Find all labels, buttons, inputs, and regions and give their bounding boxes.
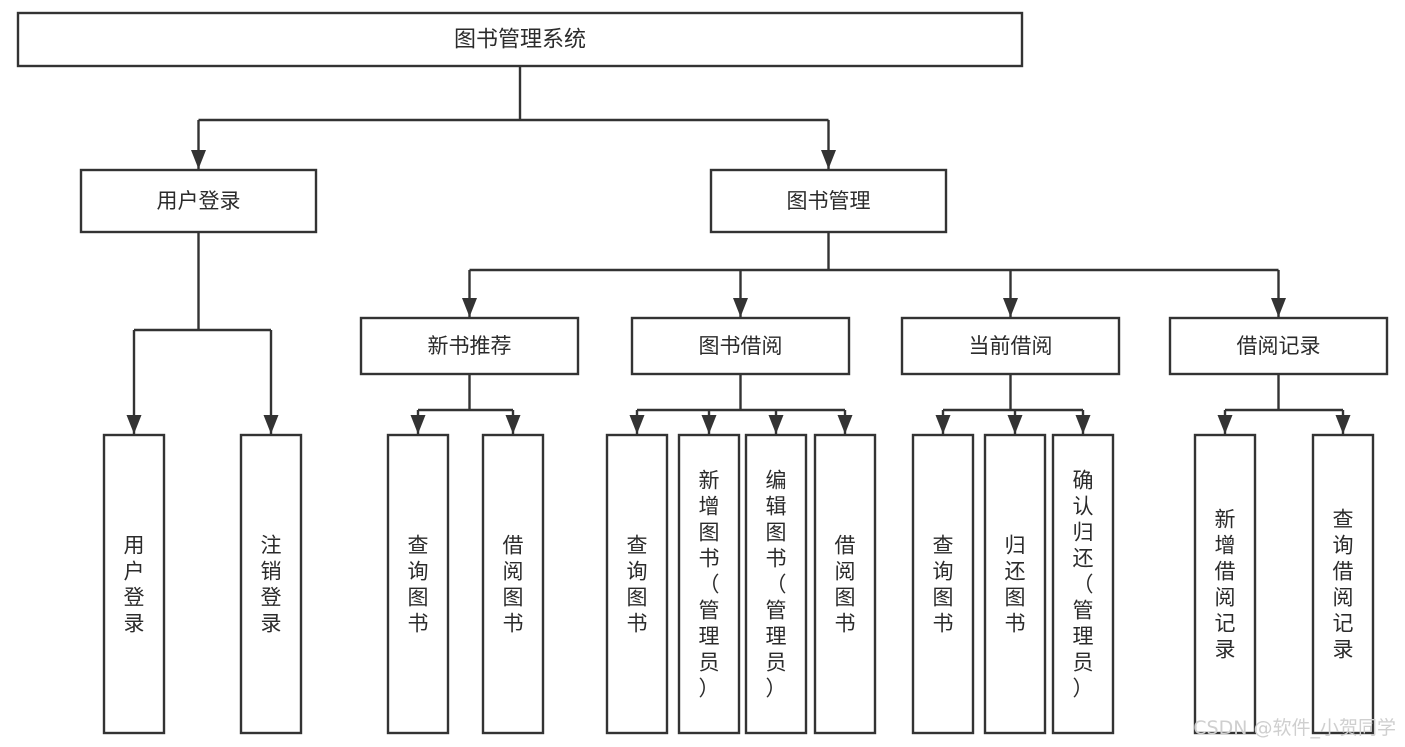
arrow-head-icon — [462, 298, 477, 317]
leaf-node-1-label: 注销登录 — [261, 533, 282, 635]
leaf-node-10-label: 确认归还（管理员） — [1073, 468, 1094, 700]
leaf-node-12-rect[interactable] — [1311, 433, 1375, 735]
leaf-node-3[interactable]: 借阅图书 — [481, 433, 545, 735]
arrow-head-icon — [191, 150, 206, 169]
leaf-node-4-rect[interactable] — [605, 433, 669, 735]
csdn-watermark: CSDN @软件_小贺同学 — [1193, 717, 1396, 739]
arrow-head-icon — [1335, 415, 1351, 434]
node-level2-1-rect[interactable] — [709, 168, 948, 234]
arrow-head-icon — [701, 415, 717, 434]
node-level3-0[interactable]: 新书推荐 — [359, 316, 580, 376]
leaf-node-5-label: 新增图书（管理员） — [699, 468, 720, 700]
leaf-node-8-rect[interactable] — [911, 433, 975, 735]
leaf-node-9-rect[interactable] — [983, 433, 1047, 735]
node-level3-2[interactable]: 当前借阅 — [900, 316, 1121, 376]
arrow-head-icon — [263, 415, 279, 434]
node-level3-0-rect[interactable] — [359, 316, 580, 376]
arrow-head-icon — [768, 415, 784, 434]
node-level3-3-rect[interactable] — [1168, 316, 1389, 376]
node-level3-3[interactable]: 借阅记录 — [1168, 316, 1389, 376]
arrow-head-icon — [733, 298, 748, 317]
node-level3-2-label: 当前借阅 — [969, 334, 1053, 358]
leaf-node-1[interactable]: 注销登录 — [239, 433, 303, 735]
leaf-node-10[interactable]: 确认归还（管理员） — [1051, 433, 1115, 735]
arrow-head-icon — [1075, 415, 1091, 434]
node-layer: 图书管理系统用户登录图书管理新书推荐图书借阅当前借阅借阅记录用户登录注销登录查询… — [16, 11, 1389, 735]
arrow-head-icon — [1271, 298, 1286, 317]
leaf-node-7-rect[interactable] — [813, 433, 877, 735]
leaf-node-5[interactable]: 新增图书（管理员） — [677, 433, 741, 735]
leaf-node-3-label: 借阅图书 — [503, 533, 524, 635]
arrow-head-icon — [935, 415, 951, 434]
node-level3-2-rect[interactable] — [900, 316, 1121, 376]
leaf-node-9-label: 归还图书 — [1005, 533, 1026, 635]
connector-layer — [126, 66, 1351, 434]
leaf-node-12[interactable]: 查询借阅记录 — [1311, 433, 1375, 735]
leaf-node-12-label: 查询借阅记录 — [1333, 507, 1354, 661]
leaf-node-11[interactable]: 新增借阅记录 — [1193, 433, 1257, 735]
leaf-node-1-rect[interactable] — [239, 433, 303, 735]
leaf-node-8-label: 查询图书 — [933, 533, 954, 635]
node-root-label: 图书管理系统 — [454, 28, 586, 53]
arrow-head-icon — [126, 415, 142, 434]
arrow-head-icon — [505, 415, 521, 434]
node-level3-1-label: 图书借阅 — [699, 334, 783, 358]
leaf-node-11-rect[interactable] — [1193, 433, 1257, 735]
node-level2-0-rect[interactable] — [79, 168, 318, 234]
leaf-node-0-label: 用户登录 — [124, 533, 145, 635]
leaf-node-6-label: 编辑图书（管理员） — [766, 468, 787, 700]
leaf-node-8[interactable]: 查询图书 — [911, 433, 975, 735]
leaf-node-11-label: 新增借阅记录 — [1215, 507, 1236, 661]
leaf-node-7-label: 借阅图书 — [835, 533, 856, 635]
node-level2-0[interactable]: 用户登录 — [79, 168, 318, 234]
node-root-rect[interactable] — [16, 11, 1024, 68]
arrow-head-icon — [629, 415, 645, 434]
leaf-node-3-rect[interactable] — [481, 433, 545, 735]
leaf-node-4-label: 查询图书 — [627, 533, 648, 635]
leaf-node-4[interactable]: 查询图书 — [605, 433, 669, 735]
leaf-node-2[interactable]: 查询图书 — [386, 433, 450, 735]
leaf-node-6-rect[interactable] — [744, 433, 808, 735]
node-level3-1[interactable]: 图书借阅 — [630, 316, 851, 376]
arrow-head-icon — [837, 415, 853, 434]
leaf-node-2-label: 查询图书 — [408, 533, 429, 635]
leaf-node-9[interactable]: 归还图书 — [983, 433, 1047, 735]
node-level3-1-rect[interactable] — [630, 316, 851, 376]
leaf-node-2-rect[interactable] — [386, 433, 450, 735]
arrow-head-icon — [1217, 415, 1233, 434]
leaf-node-0-rect[interactable] — [102, 433, 166, 735]
node-level2-1[interactable]: 图书管理 — [709, 168, 948, 234]
leaf-node-6[interactable]: 编辑图书（管理员） — [744, 433, 808, 735]
leaf-node-5-rect[interactable] — [677, 433, 741, 735]
leaf-node-7[interactable]: 借阅图书 — [813, 433, 877, 735]
node-level2-0-label: 用户登录 — [157, 189, 241, 213]
arrow-head-icon — [1003, 298, 1018, 317]
leaf-node-0[interactable]: 用户登录 — [102, 433, 166, 735]
arrow-head-icon — [1007, 415, 1023, 434]
node-root[interactable]: 图书管理系统 — [16, 11, 1024, 68]
node-level3-3-label: 借阅记录 — [1237, 334, 1321, 358]
node-level2-1-label: 图书管理 — [787, 189, 871, 213]
node-level3-0-label: 新书推荐 — [428, 334, 512, 358]
leaf-node-10-rect[interactable] — [1051, 433, 1115, 735]
arrow-head-icon — [410, 415, 426, 434]
arrow-head-icon — [821, 150, 836, 169]
